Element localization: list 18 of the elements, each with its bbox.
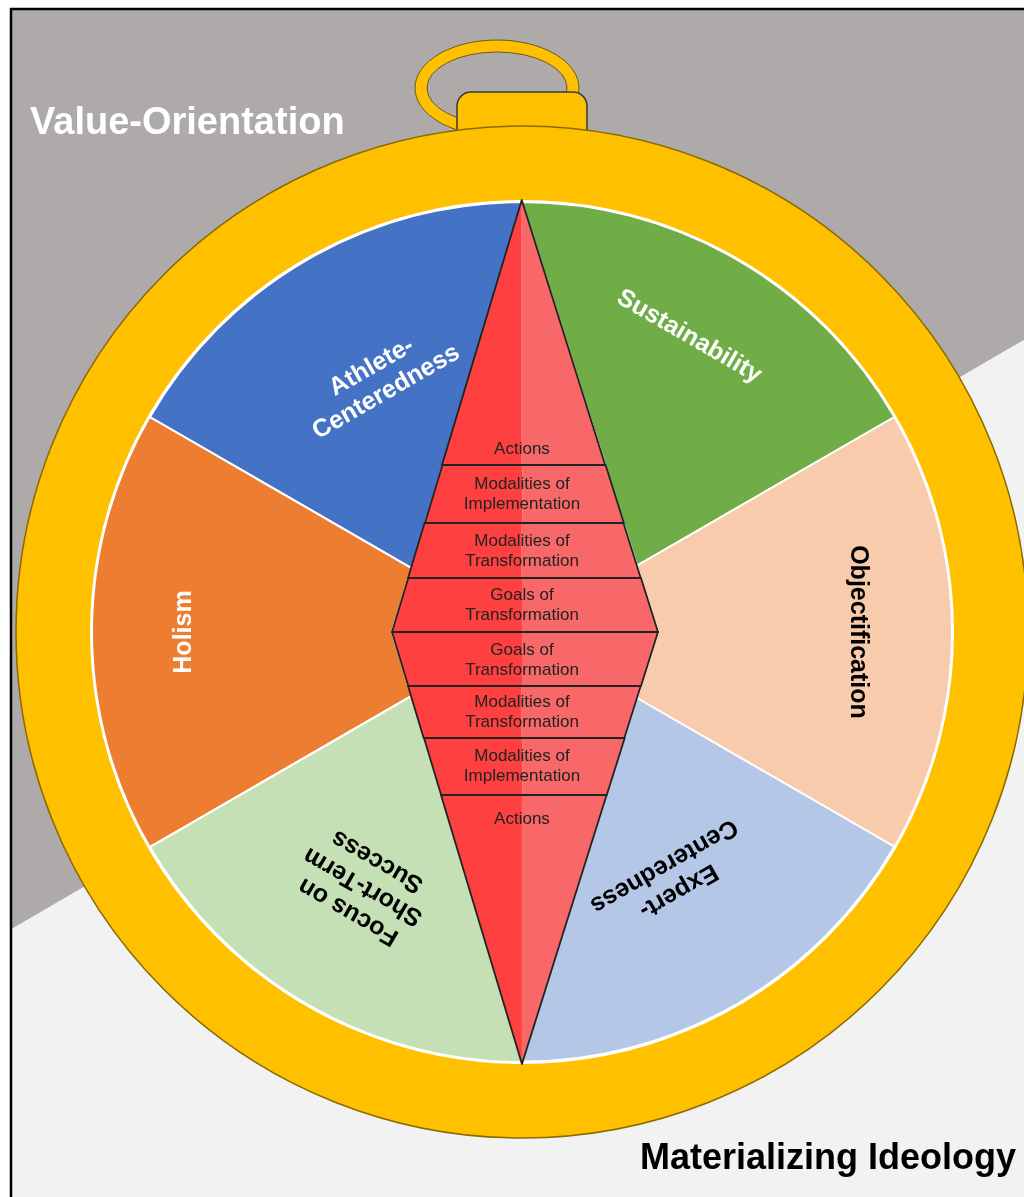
band-label: Goals of Transformation <box>464 585 580 625</box>
band-label: Modalities of Implementation <box>462 474 582 514</box>
band-label: Goals of Transformation <box>464 640 580 680</box>
diamond-band <box>423 738 625 795</box>
band-label: Modalities of Transformation <box>464 692 580 732</box>
diamond-band <box>392 578 658 632</box>
diamond-band <box>424 465 624 523</box>
heading: Value-Orientation <box>30 100 345 143</box>
diamond-band <box>408 523 641 578</box>
sector-label: Objectification <box>845 544 875 721</box>
band-label: Actions <box>493 809 551 829</box>
band-label: Modalities of Implementation <box>462 746 582 786</box>
diamond-band <box>408 686 641 738</box>
sector-label: Holism <box>167 589 197 676</box>
band-label: Modalities of Transformation <box>464 531 580 571</box>
band-label: Actions <box>493 439 551 459</box>
heading: Materializing Ideology <box>639 1136 1016 1178</box>
diamond-band <box>392 632 658 686</box>
